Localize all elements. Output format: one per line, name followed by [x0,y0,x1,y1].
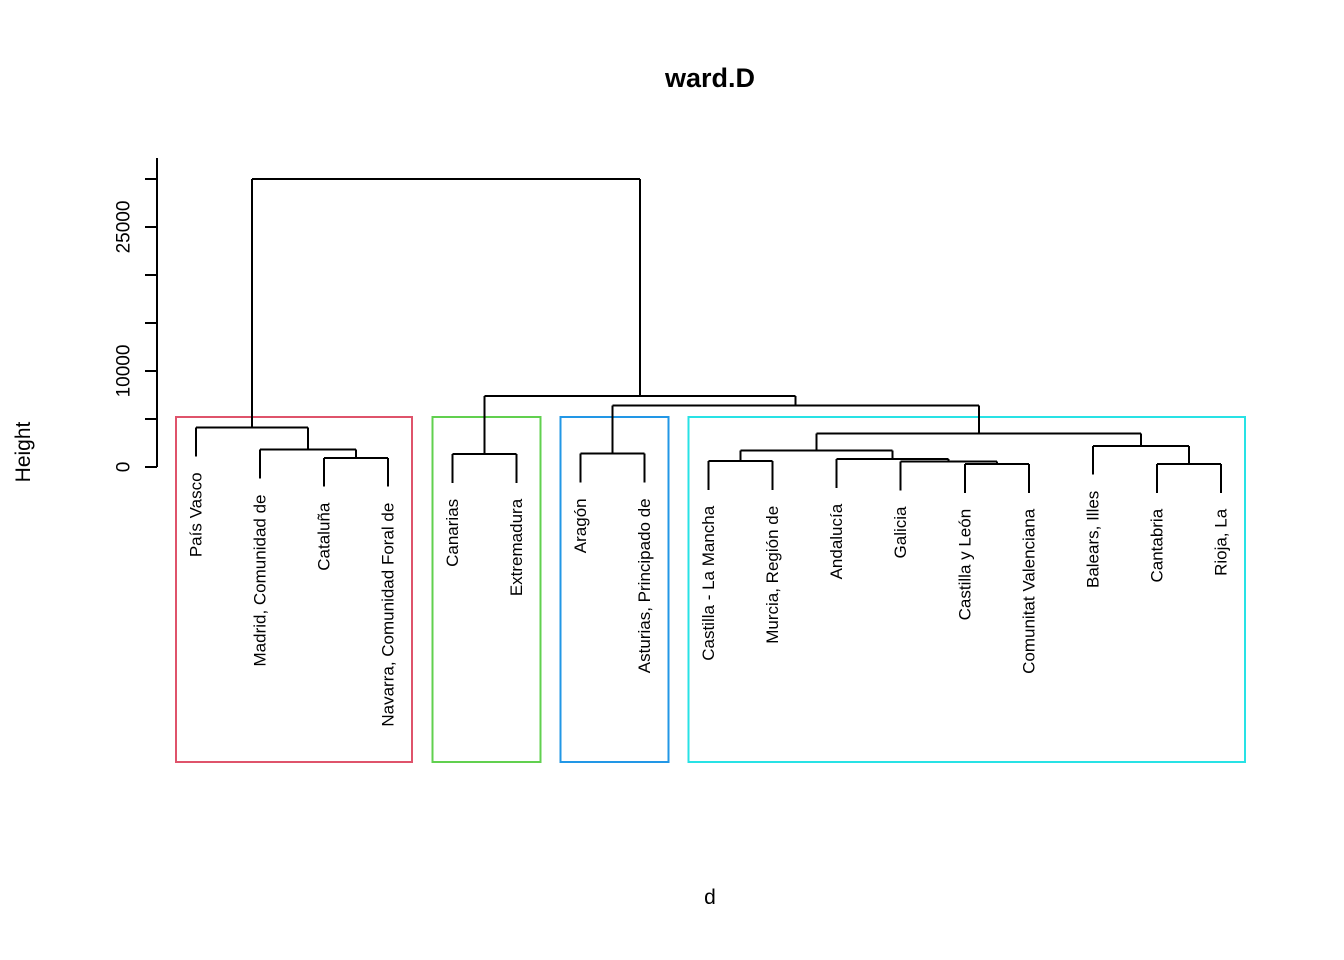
cluster-box-cluster-4 [687,416,1246,763]
leaf-label: Extremadura [507,498,526,596]
leaf-label: Andalucía [827,503,846,579]
plot-title: ward.D [664,63,755,93]
leaf-label: Cantabria [1147,508,1166,582]
leaf-label: Rioja, La [1212,508,1231,576]
leaf-label: Navarra, Comunidad Foral de [379,503,398,727]
leaf-label: Galicia [891,506,910,559]
cluster-boxes [175,416,1246,763]
y-axis: 0 10000 25000 [114,158,158,472]
leaf-label: Castilla - La Mancha [699,505,718,661]
leaf-label: Comunitat Valenciana [1019,508,1038,674]
leaf-label: Balears, Illes [1083,491,1102,588]
cluster-box-cluster-3 [559,416,670,763]
leaf-label: Aragón [571,498,590,553]
leaf-labels: País Vasco Madrid, Comunidad de Cataluña Na… [187,472,1231,726]
dendrogram-links [195,178,1222,493]
leaf-label: Asturias, Principado de [635,498,654,673]
axis-tick-label: 0 [114,462,135,473]
cluster-box-cluster-1 [175,416,414,763]
leaf-label: Murcia, Región de [763,506,782,644]
axis-tick-label: 10000 [114,345,135,398]
x-axis-title: d [704,886,716,909]
cluster-box-cluster-2 [431,416,542,763]
leaf-label: Cataluña [315,502,334,571]
leaf-label: Castilla y León [955,509,974,621]
leaf-label: Madrid, Comunidad de [251,495,270,667]
y-axis-title: Height [12,421,35,482]
leaf-label: País Vasco [187,472,206,557]
leaf-label: Canarias [443,499,462,567]
axis-tick-label: 25000 [114,201,135,254]
